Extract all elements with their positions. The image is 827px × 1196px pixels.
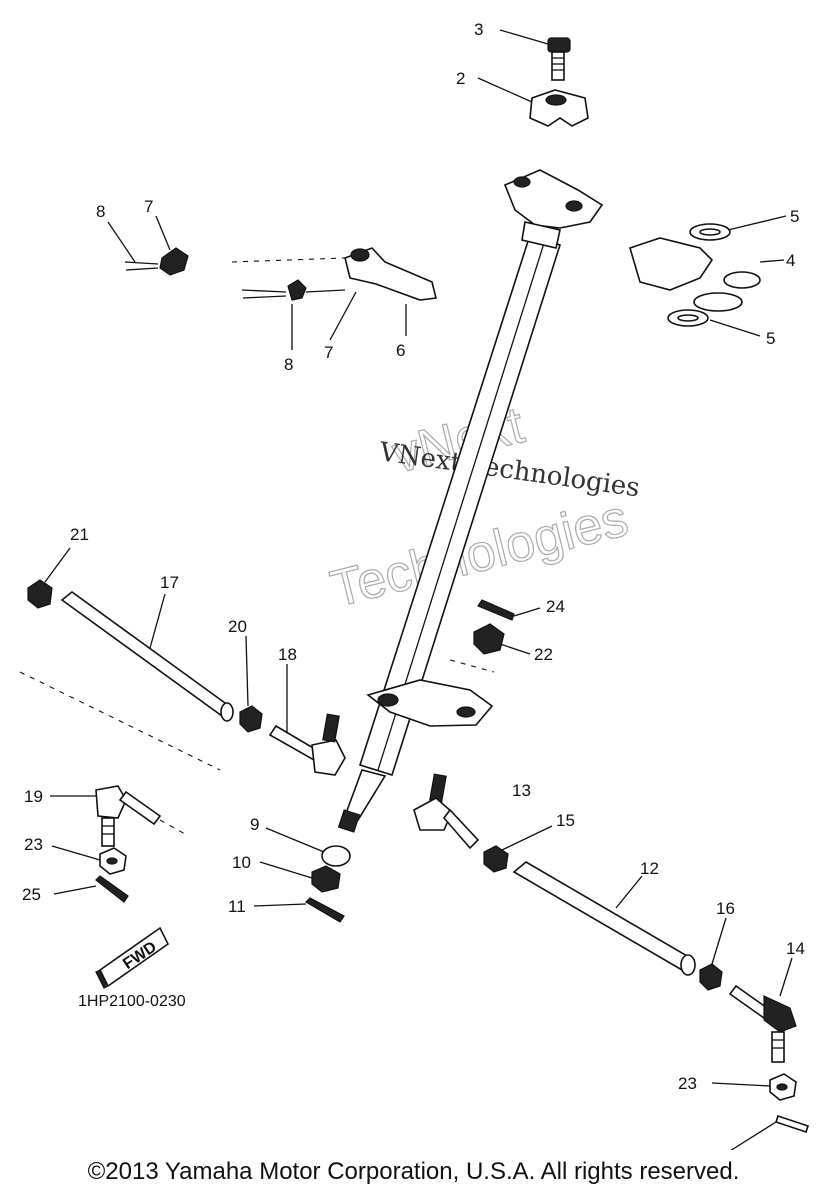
part-25-pin-left <box>95 875 129 903</box>
callout-9: 9 <box>250 815 259 834</box>
callout-25-left: 25 <box>22 885 41 904</box>
part-7-nut-lower <box>287 279 307 301</box>
callout-19: 19 <box>24 787 43 806</box>
callout-8-lower: 8 <box>284 355 293 374</box>
part-19-tie-rod-end <box>95 785 162 847</box>
part-5-washer-top <box>689 223 731 241</box>
callout-17: 17 <box>160 573 179 592</box>
callout-16: 16 <box>716 899 735 918</box>
copyright-notice: ©2013 Yamaha Motor Corporation, U.S.A. A… <box>87 1158 740 1185</box>
callout-14: 14 <box>786 939 805 958</box>
callout-24: 24 <box>546 597 565 616</box>
part-6-arm <box>344 247 437 301</box>
part-11-pin <box>305 897 345 923</box>
part-15-nut <box>483 845 509 873</box>
callout-2: 2 <box>456 69 465 88</box>
part-13-tie-rod-end <box>413 773 480 850</box>
part-7-nut-upper <box>159 247 189 276</box>
part-5-washer-bottom <box>667 309 709 327</box>
callout-20: 20 <box>228 617 247 636</box>
lower-steering-bracket <box>366 679 494 727</box>
part-10-nut <box>311 865 341 893</box>
part-24-pin <box>477 599 515 621</box>
diagram-code: 1HP2100-0230 <box>78 993 186 1010</box>
steering-parts-diagram: vNext Technologies VNext Technologies <box>19 20 810 1150</box>
part-21-nut <box>27 579 53 609</box>
part-8-pin-lower <box>241 289 287 299</box>
part-23-nut-left <box>99 847 127 875</box>
fwd-tag: FWD <box>95 926 170 989</box>
part-17-tube <box>60 590 234 722</box>
part-20-nut <box>239 705 263 733</box>
part-4-bracket <box>629 237 761 312</box>
part-9-washer <box>321 845 351 867</box>
callout-3: 3 <box>474 20 483 39</box>
part-8-pin-upper <box>124 261 159 271</box>
part-16-nut <box>699 963 723 991</box>
callout-22: 22 <box>534 645 553 664</box>
callout-8-upper: 8 <box>96 202 105 221</box>
part-18-tie-rod-end <box>268 713 346 776</box>
callout-11: 11 <box>228 897 246 916</box>
callout-labels: 3 2 5 4 5 8 7 8 7 6 21 17 20 18 24 22 19… <box>22 20 805 1093</box>
callout-7-upper: 7 <box>144 197 153 216</box>
callout-21: 21 <box>70 525 89 544</box>
leader-lines <box>44 29 793 1150</box>
part-12-tube <box>512 861 696 976</box>
steering-column <box>337 169 604 833</box>
watermark-outline-bottom: Technologies <box>325 489 634 619</box>
callout-4: 4 <box>786 251 795 270</box>
callout-18: 18 <box>278 645 297 664</box>
callout-6: 6 <box>396 341 405 360</box>
callout-23-right: 23 <box>678 1074 697 1093</box>
part-2-clamp <box>529 89 589 127</box>
callout-5-bottom: 5 <box>766 329 775 348</box>
part-22-nut <box>473 623 505 655</box>
part-23-nut-right <box>769 1073 797 1101</box>
callout-23-left: 23 <box>24 835 43 854</box>
callout-10: 10 <box>232 853 251 872</box>
part-3-bolt <box>547 37 571 81</box>
callout-13: 13 <box>512 781 531 800</box>
part-14-tie-rod-end <box>728 984 797 1063</box>
callout-7-lower: 7 <box>324 343 333 362</box>
callout-5-top: 5 <box>790 207 799 226</box>
callout-12: 12 <box>640 859 659 878</box>
part-25-pin-right <box>774 1114 810 1134</box>
callout-15: 15 <box>556 811 575 830</box>
